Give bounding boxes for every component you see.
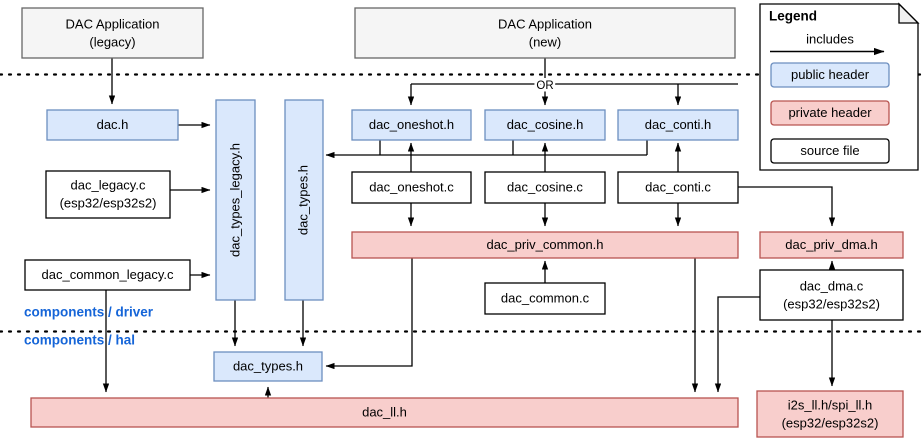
node-dac-common-legacy-c-label: dac_common_legacy.c bbox=[42, 267, 174, 282]
node-dac-cosine-h[interactable]: dac_cosine.h bbox=[484, 109, 606, 141]
legend-item-private-header: private header bbox=[770, 100, 890, 126]
node-dac-legacy-c-line2: (esp32/esp32s2) bbox=[60, 195, 157, 210]
node-dac-common-c-label: dac_common.c bbox=[501, 290, 590, 305]
node-dac-legacy-c[interactable]: dac_legacy.c (esp32/esp32s2) bbox=[45, 170, 171, 219]
node-dac-oneshot-h[interactable]: dac_oneshot.h bbox=[351, 109, 472, 141]
node-dac-dma-c-line1: dac_dma.c bbox=[800, 278, 864, 293]
node-dac-ll-h[interactable]: dac_ll.h bbox=[30, 397, 739, 428]
legend-arrow-label: includes bbox=[806, 31, 854, 46]
layer-label-hal: components / hal bbox=[24, 333, 135, 348]
node-dac-types-legacy-h-label: dac_types_legacy.h bbox=[227, 143, 242, 257]
node-dac-cosine-h-label: dac_cosine.h bbox=[507, 117, 584, 132]
node-app-legacy[interactable]: DAC Application (legacy) bbox=[21, 7, 204, 59]
legend-item-public-header: public header bbox=[770, 62, 890, 88]
node-dac-oneshot-h-label: dac_oneshot.h bbox=[369, 117, 454, 132]
node-dac-priv-dma-h[interactable]: dac_priv_dma.h bbox=[759, 231, 904, 259]
edge-conti-c-to-priv-dma bbox=[738, 186, 836, 227]
layer-label-driver: components / driver bbox=[24, 305, 154, 320]
node-dac-priv-dma-h-label: dac_priv_dma.h bbox=[785, 237, 878, 252]
node-dac-h[interactable]: dac.h bbox=[46, 109, 179, 141]
node-app-legacy-line1: DAC Application bbox=[66, 16, 160, 31]
node-i2s-spi-ll-h[interactable]: i2s_ll.h/spi_ll.h (esp32/esp32s2) bbox=[756, 390, 904, 438]
edge-dac-dma-c-to-dac-ll bbox=[714, 296, 760, 393]
node-dac-types-h-bottom-label: dac_types.h bbox=[233, 358, 303, 373]
legend-item-private-header-label: private header bbox=[788, 105, 872, 120]
node-dac-priv-common-h[interactable]: dac_priv_common.h bbox=[351, 231, 739, 259]
node-dac-conti-h[interactable]: dac_conti.h bbox=[617, 109, 739, 141]
node-dac-oneshot-c-label: dac_oneshot.c bbox=[369, 179, 454, 194]
legend: Legend includes public header private he… bbox=[759, 2, 920, 171]
node-dac-h-label: dac.h bbox=[97, 117, 129, 132]
node-i2s-spi-ll-h-line2: (esp32/esp32s2) bbox=[782, 415, 879, 430]
node-app-new[interactable]: DAC Application (new) bbox=[354, 7, 736, 59]
node-dac-legacy-c-line1: dac_legacy.c bbox=[71, 177, 146, 192]
node-dac-types-h-vertical[interactable]: dac_types.h bbox=[284, 99, 324, 301]
node-dac-common-legacy-c[interactable]: dac_common_legacy.c bbox=[24, 259, 191, 291]
node-dac-ll-h-label: dac_ll.h bbox=[362, 404, 407, 419]
node-dac-priv-common-h-label: dac_priv_common.h bbox=[486, 237, 603, 252]
node-dac-types-legacy-h[interactable]: dac_types_legacy.h bbox=[215, 99, 256, 301]
node-dac-conti-c-label: dac_conti.c bbox=[645, 179, 711, 194]
node-app-new-line2: (new) bbox=[529, 34, 562, 49]
edge-priv-common-to-types bbox=[325, 258, 413, 370]
node-dac-dma-c-line2: (esp32/esp32s2) bbox=[783, 296, 880, 311]
node-dac-dma-c[interactable]: dac_dma.c (esp32/esp32s2) bbox=[759, 269, 904, 321]
node-dac-conti-c[interactable]: dac_conti.c bbox=[617, 171, 739, 204]
node-dac-types-h-vertical-label: dac_types.h bbox=[295, 165, 310, 235]
node-dac-common-c[interactable]: dac_common.c bbox=[484, 282, 606, 315]
node-dac-types-h-bottom[interactable]: dac_types.h bbox=[213, 351, 323, 382]
node-dac-cosine-c[interactable]: dac_cosine.c bbox=[484, 171, 606, 204]
node-app-legacy-line2: (legacy) bbox=[89, 34, 135, 49]
node-app-new-line1: DAC Application bbox=[498, 16, 592, 31]
legend-item-source-file: source file bbox=[770, 138, 890, 164]
or-label: OR bbox=[536, 80, 553, 92]
legend-item-public-header-label: public header bbox=[791, 67, 870, 82]
node-dac-oneshot-c[interactable]: dac_oneshot.c bbox=[351, 171, 472, 204]
connector-group bbox=[102, 58, 836, 398]
legend-item-source-file-label: source file bbox=[800, 143, 859, 158]
node-i2s-spi-ll-h-line1: i2s_ll.h/spi_ll.h bbox=[788, 397, 873, 412]
legend-title: Legend bbox=[769, 9, 817, 24]
node-dac-cosine-c-label: dac_cosine.c bbox=[507, 179, 583, 194]
legend-folded-corner bbox=[898, 2, 920, 24]
node-dac-conti-h-label: dac_conti.h bbox=[645, 117, 712, 132]
